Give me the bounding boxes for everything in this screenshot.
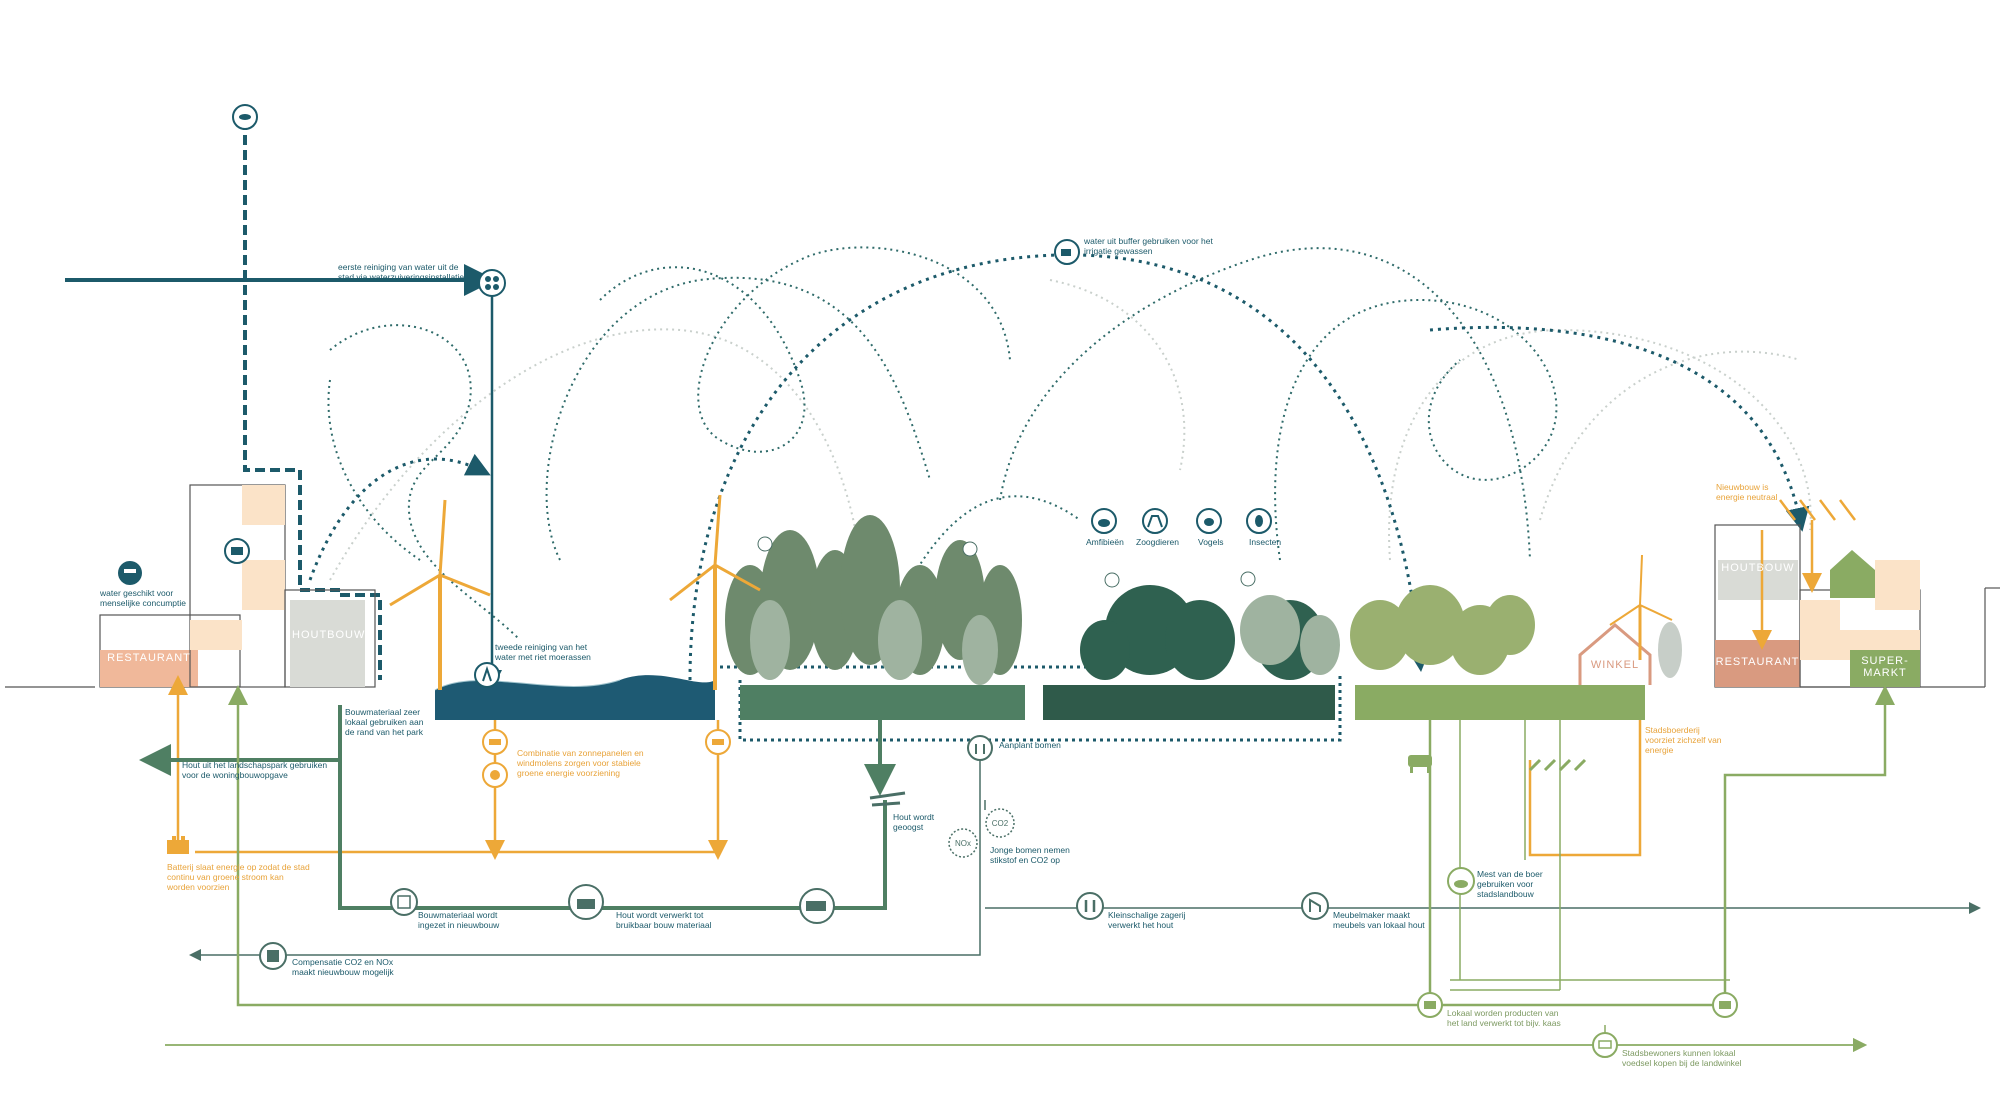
co2-text: CO2 [992, 819, 1009, 828]
local-products-label: Lokaal worden producten van het land ver… [1447, 1008, 1561, 1028]
left-houtbouw-label: HOUTBOUW [292, 629, 366, 641]
building-material-icon [390, 888, 418, 916]
mammal-icon [1142, 508, 1168, 534]
filter-icon [224, 538, 250, 564]
sun-icon [482, 762, 508, 788]
bird-icon [1196, 508, 1222, 534]
right-restaurant-label: RESTAURANT [1715, 656, 1800, 668]
wind-turbines [389, 494, 1673, 690]
compensation-label: Compensatie CO2 en NOx maakt nieuwbouw m… [292, 957, 394, 977]
left-restaurant-label: RESTAURANT [107, 652, 191, 664]
city-farm-energy-label: Stadsboerderij voorziet zichzelf van ene… [1645, 725, 1722, 755]
cow-icon [1408, 755, 1432, 773]
first-purification-label: eerste reiniging van water uit de stad v… [338, 262, 465, 282]
amphibians-label: Amfibieën [1086, 537, 1124, 547]
farm-shop-icon [1712, 992, 1738, 1018]
truck-icon [799, 888, 835, 924]
sapling-icon [967, 735, 993, 761]
manure-label: Mest van de boer gebruiken voor stadslan… [1477, 869, 1543, 899]
planting-label: Aanplant bomen [999, 740, 1061, 750]
winkel-house [1578, 623, 1652, 685]
second-purification-label: tweede reiniging van het water met riet … [495, 642, 591, 662]
insect-icon [1246, 508, 1272, 534]
residents-buy-label: Stadsbewoners kunnen lokaal voedsel kope… [1622, 1048, 1742, 1068]
fish-icon [232, 104, 258, 130]
ecology-flight-paths [327, 246, 1812, 641]
farm-plate [1355, 685, 1645, 720]
sawmill-label: Kleinschalige zagerij verwerkt het hout [1108, 910, 1186, 930]
mammals-label: Zoogdieren [1136, 537, 1180, 547]
grey-flow-lines [189, 755, 1981, 961]
factory-icon [568, 884, 604, 920]
cart-icon [1592, 1032, 1618, 1058]
furniture-maker-label: Meubelmaker maakt meubels van lokaal hou… [1333, 910, 1425, 930]
crops-icon [1528, 758, 1587, 772]
wood-harvest-label: Hout wordt geoogst [893, 812, 935, 832]
buffer-irrigation-label: water uit buffer gebruiken voor het irri… [1084, 236, 1213, 256]
forest-plate-2 [1043, 685, 1335, 720]
co2-icon: CO2 [985, 808, 1015, 838]
forest-plate-1 [740, 685, 1025, 720]
tap-icon [118, 561, 142, 585]
oxygen-icons [757, 536, 1256, 588]
solar-wind-label: Combinatie van zonnepanelen en windmolen… [517, 748, 644, 778]
local-material-label: Bouwmateriaal zeer lokaal gebruiken aan … [345, 707, 424, 737]
solar-panel-icon [482, 729, 508, 755]
wetland-water [435, 675, 715, 720]
panel-icon [705, 729, 731, 755]
reed-icon [474, 662, 500, 688]
birds-label: Vogels [1198, 537, 1224, 547]
chair-icon [1301, 892, 1329, 920]
treatment-plant-icon [478, 269, 506, 297]
apartment-icon [259, 942, 287, 970]
wood-processed-label: Hout wordt verwerkt tot bruikbaar bouw m… [616, 910, 712, 930]
amphibian-icon [1091, 508, 1117, 534]
park-wood-label: Hout uit het landschapspark gebruiken vo… [182, 760, 328, 780]
dairy-factory-icon [1417, 992, 1443, 1018]
sawmill-icon [1076, 892, 1104, 920]
water-buffer-arch [308, 253, 1810, 681]
insects-label: Insecten [1249, 537, 1282, 547]
right-buildings [1714, 524, 1921, 688]
young-trees-label: Jonge bomen nemen stikstof en CO2 op [990, 845, 1070, 865]
left-buildings [99, 484, 376, 688]
manure-icon [1447, 867, 1475, 895]
energy-neutral-label: Nieuwbouw is energie neutraal [1716, 482, 1778, 502]
winkel-label: WINKEL [1590, 659, 1640, 671]
battery-label: Batterij slaat energie op zodat de stad … [167, 862, 310, 892]
material-used-label: Bouwmateriaal wordt ingezet in nieuwbouw [418, 910, 500, 930]
battery-icon [167, 836, 189, 854]
tree-groups [725, 515, 1682, 685]
nox-icon: NOx [948, 828, 978, 858]
drinking-water-label: water geschikt voor menselijke concumpti… [100, 588, 186, 608]
supermarkt-label: SUPER- MARKT [1861, 655, 1909, 679]
nox-text: NOx [955, 839, 971, 848]
watering-can-icon [1054, 239, 1080, 265]
harvested-logs-icon [869, 791, 906, 807]
wood-flow-lines [139, 705, 896, 910]
right-houtbouw-label: HOUTBOUW [1721, 562, 1795, 574]
